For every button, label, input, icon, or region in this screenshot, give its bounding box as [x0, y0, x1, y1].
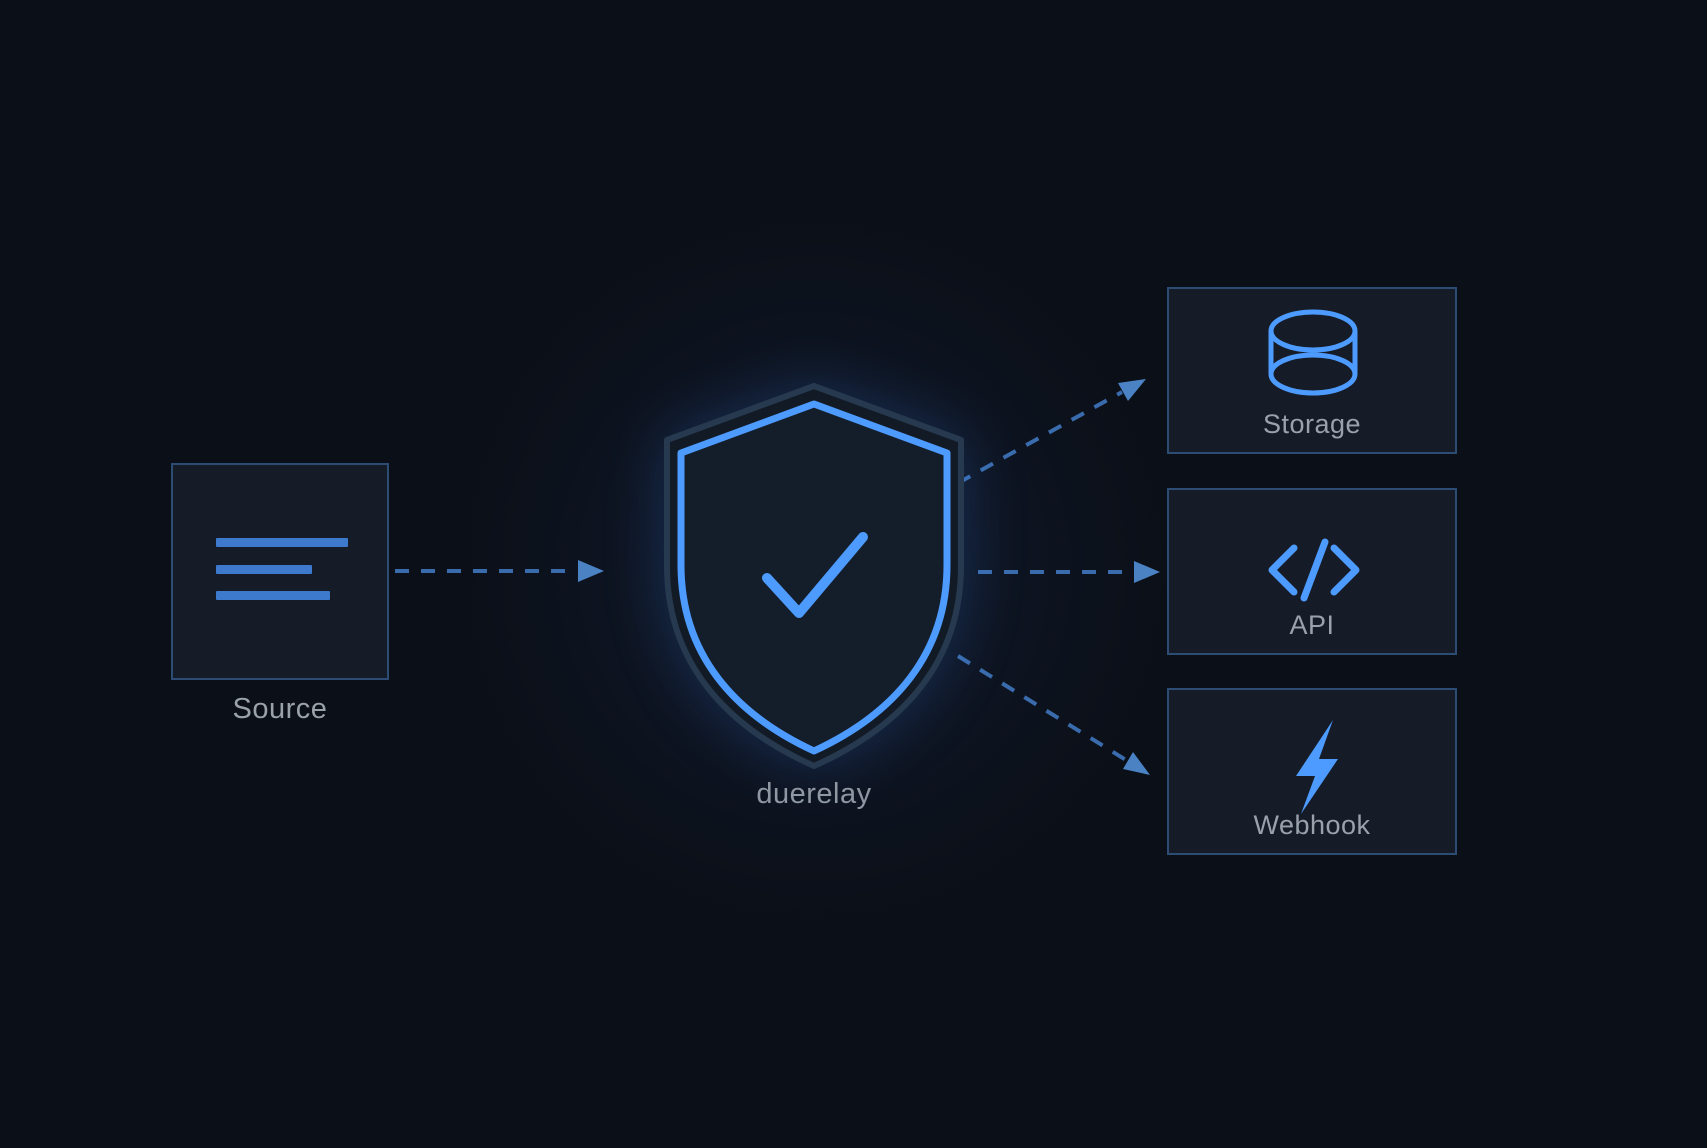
database-icon [1268, 309, 1358, 396]
arrowhead-to-api-icon [1134, 561, 1160, 583]
source-label: Source [232, 693, 328, 725]
source-node [171, 463, 389, 680]
code-icon [1268, 538, 1360, 602]
arrowhead-to-webhook-icon [1123, 752, 1150, 775]
target-node-api: API [1167, 488, 1457, 655]
checkmark-icon [762, 532, 868, 618]
webhook-label: Webhook [1253, 810, 1371, 840]
shield-outline [677, 400, 951, 755]
arrowhead-to-relay-icon [578, 560, 604, 582]
target-node-storage: Storage [1167, 287, 1457, 454]
storage-label: Storage [1262, 409, 1362, 439]
lightning-bolt-icon [1296, 720, 1338, 814]
arrow-relay-to-storage [957, 390, 1123, 485]
arrowhead-to-storage-icon [1118, 379, 1146, 401]
arrow-relay-to-webhook [956, 654, 1128, 762]
relay-label: duerelay [756, 778, 872, 810]
target-node-webhook: Webhook [1167, 688, 1457, 855]
api-label: API [1289, 610, 1335, 640]
